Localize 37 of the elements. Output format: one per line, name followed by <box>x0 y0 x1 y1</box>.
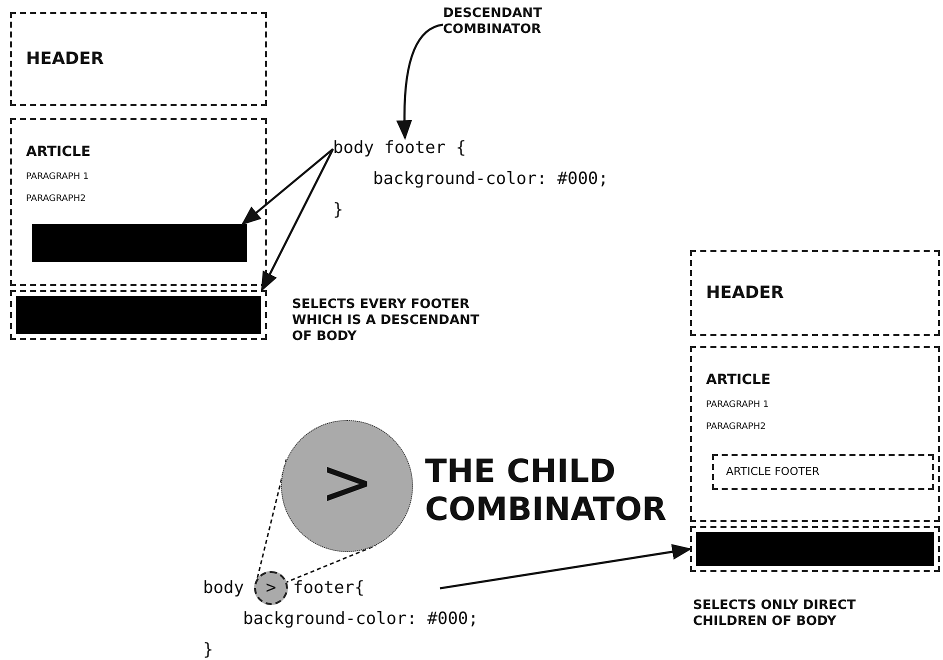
arrow <box>396 24 444 140</box>
wireframe-box <box>10 12 267 106</box>
code-text: } <box>203 640 214 660</box>
arrow <box>440 544 692 590</box>
wireframe-box <box>690 250 940 336</box>
code-text: body <box>203 578 244 598</box>
code-text: background-color: #000; <box>243 609 478 629</box>
code-text: background-color: #000; <box>373 169 608 189</box>
arrow <box>260 148 334 292</box>
heading-text: ARTICLE <box>706 372 771 388</box>
paragraph-text: PARAGRAPH2 <box>26 194 86 204</box>
footer-bar <box>32 224 247 262</box>
heading-text: ARTICLE <box>26 144 91 160</box>
paragraph-text: PARAGRAPH 1 <box>26 172 89 182</box>
combinator-symbol: > <box>264 577 278 599</box>
heading-text: ARTICLE FOOTER <box>726 465 820 478</box>
magnifier-line <box>256 459 287 578</box>
code-text: } <box>333 200 344 220</box>
magnifier-line <box>284 544 376 584</box>
note-text: SELECTS EVERY FOOTER WHICH IS A DESCENDANT OF BODY <box>292 297 480 345</box>
title-text: THE CHILD COMBINATOR <box>425 452 668 528</box>
wireframe-box <box>690 346 940 522</box>
heading-text: HEADER <box>706 283 784 303</box>
paragraph-text: PARAGRAPH 1 <box>706 400 769 410</box>
combinator-symbol: > <box>319 445 375 522</box>
wireframe-box <box>10 118 267 286</box>
arrow <box>241 148 334 226</box>
code-text: footer{ <box>293 578 365 598</box>
heading-text: HEADER <box>26 49 104 69</box>
note-text: SELECTS ONLY DIRECT CHILDREN OF BODY <box>693 598 857 630</box>
wireframe-box <box>712 454 934 490</box>
footer-bar <box>10 290 267 340</box>
callout-text: DESCENDANT COMBINATOR <box>443 6 543 38</box>
footer-bar <box>690 526 940 572</box>
highlight-circle <box>254 571 288 605</box>
code-text: body footer { <box>333 138 466 158</box>
paragraph-text: PARAGRAPH2 <box>706 422 766 432</box>
